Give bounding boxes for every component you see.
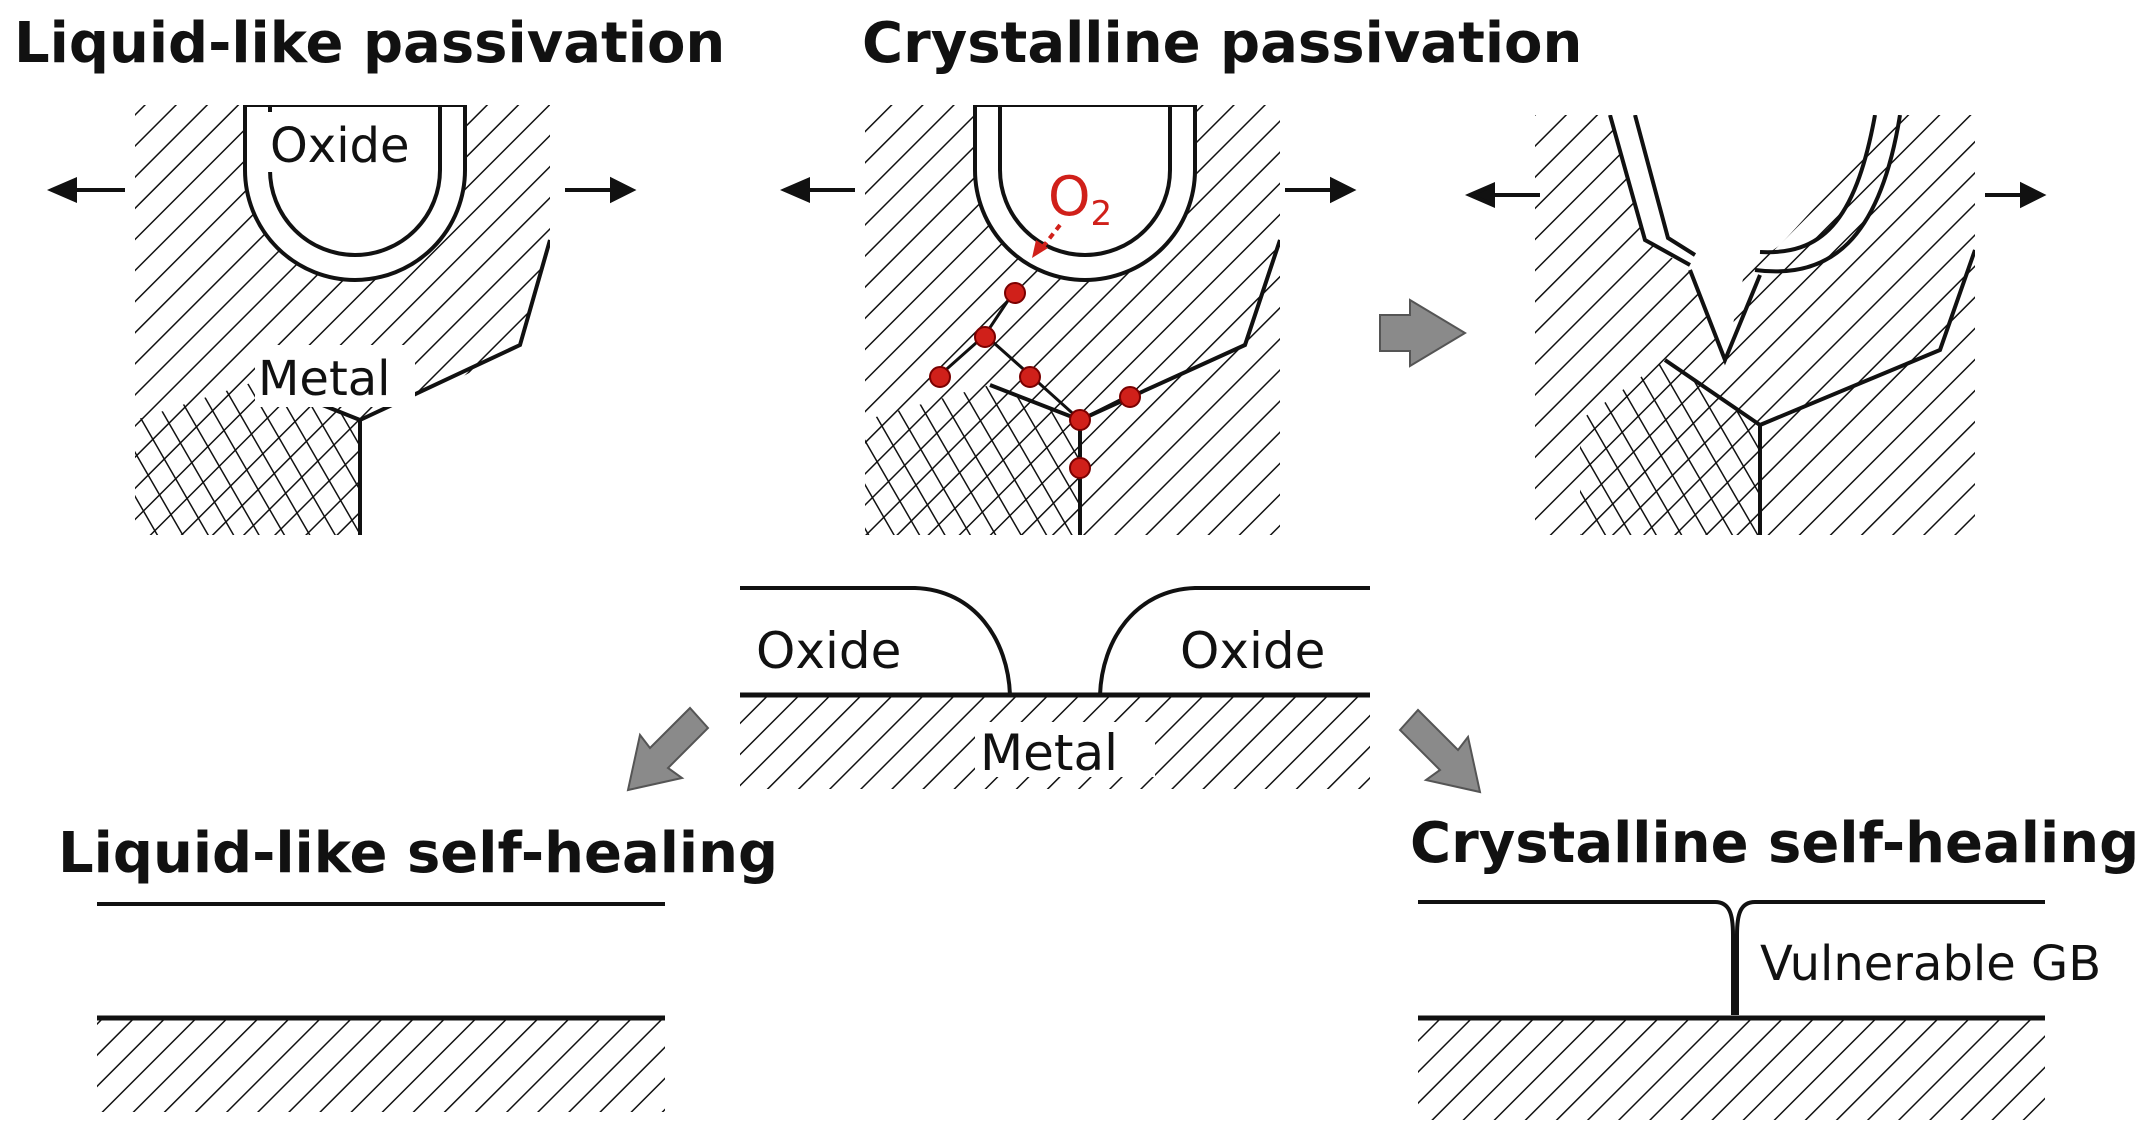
label-oxide-left: Oxide: [756, 622, 901, 680]
o2-arrow: [1040, 223, 1062, 250]
panel-liquid-passivation: [135, 105, 550, 535]
panel-cracked: [1535, 115, 1975, 535]
process-arrow-icon: [1379, 298, 1467, 368]
label-metal-center: Metal: [980, 724, 1118, 782]
process-arrow-down-left-icon: [626, 706, 710, 792]
liquid-self-healing-schematic: [97, 902, 665, 1112]
title-liquid-passivation: Liquid-like passivation: [14, 11, 725, 76]
crystalline-self-healing-schematic: [1418, 900, 2045, 1120]
tension-arrow-icon: [46, 176, 2047, 209]
title-crystalline-self-healing: Crystalline self-healing: [1410, 811, 2139, 876]
center-rupture-schematic: [740, 586, 1370, 789]
label-metal-panel1: Metal: [258, 351, 391, 407]
process-arrow-down-right-icon: [1398, 708, 1482, 794]
oxygen-dots: [929, 282, 1141, 479]
title-crystalline-passivation: Crystalline passivation: [862, 11, 1582, 76]
label-oxide-right: Oxide: [1180, 622, 1325, 680]
label-vulnerable-gb: Vulnerable GB: [1760, 936, 2101, 992]
label-oxide-panel1: Oxide: [270, 118, 410, 174]
panel-crystalline-passivation: [865, 105, 1280, 535]
label-o2: O2: [1048, 165, 1112, 234]
title-liquid-self-healing: Liquid-like self-healing: [58, 821, 778, 886]
